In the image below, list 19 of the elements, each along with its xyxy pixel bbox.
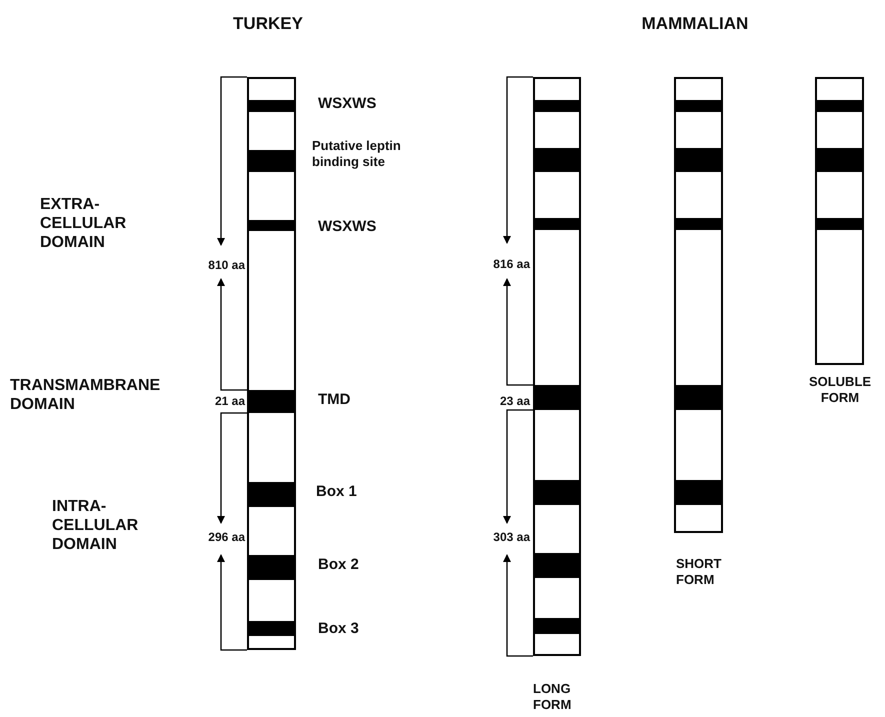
- domain-label: EXTRA-CELLULAR DOMAIN: [40, 195, 128, 253]
- motif-label: TMD: [318, 391, 352, 409]
- motif-label: Box 1: [316, 483, 358, 501]
- motif-label: Box 2: [318, 556, 360, 574]
- heading: TURKEY: [232, 14, 304, 34]
- motif-label: Box 3: [318, 620, 360, 638]
- motif-label: WSXWS: [318, 95, 378, 113]
- domain-label: INTRA-CELLULAR DOMAIN: [52, 497, 140, 555]
- motif-label: Putative leptin binding site: [312, 138, 402, 170]
- form-label: LONG FORM: [533, 681, 572, 712]
- motif-label: WSXWS: [318, 218, 378, 236]
- receptor-bar: [674, 77, 723, 533]
- form-label: SOLUBLE FORM: [808, 374, 872, 406]
- receptor-bar: [533, 77, 581, 656]
- form-label: SHORT FORM: [676, 556, 722, 588]
- heading: MAMMALIAN: [640, 14, 750, 34]
- receptor-bar: [815, 77, 864, 365]
- receptor-bar: [247, 77, 296, 650]
- domain-label: TRANSMAMBRANE DOMAIN: [10, 376, 162, 414]
